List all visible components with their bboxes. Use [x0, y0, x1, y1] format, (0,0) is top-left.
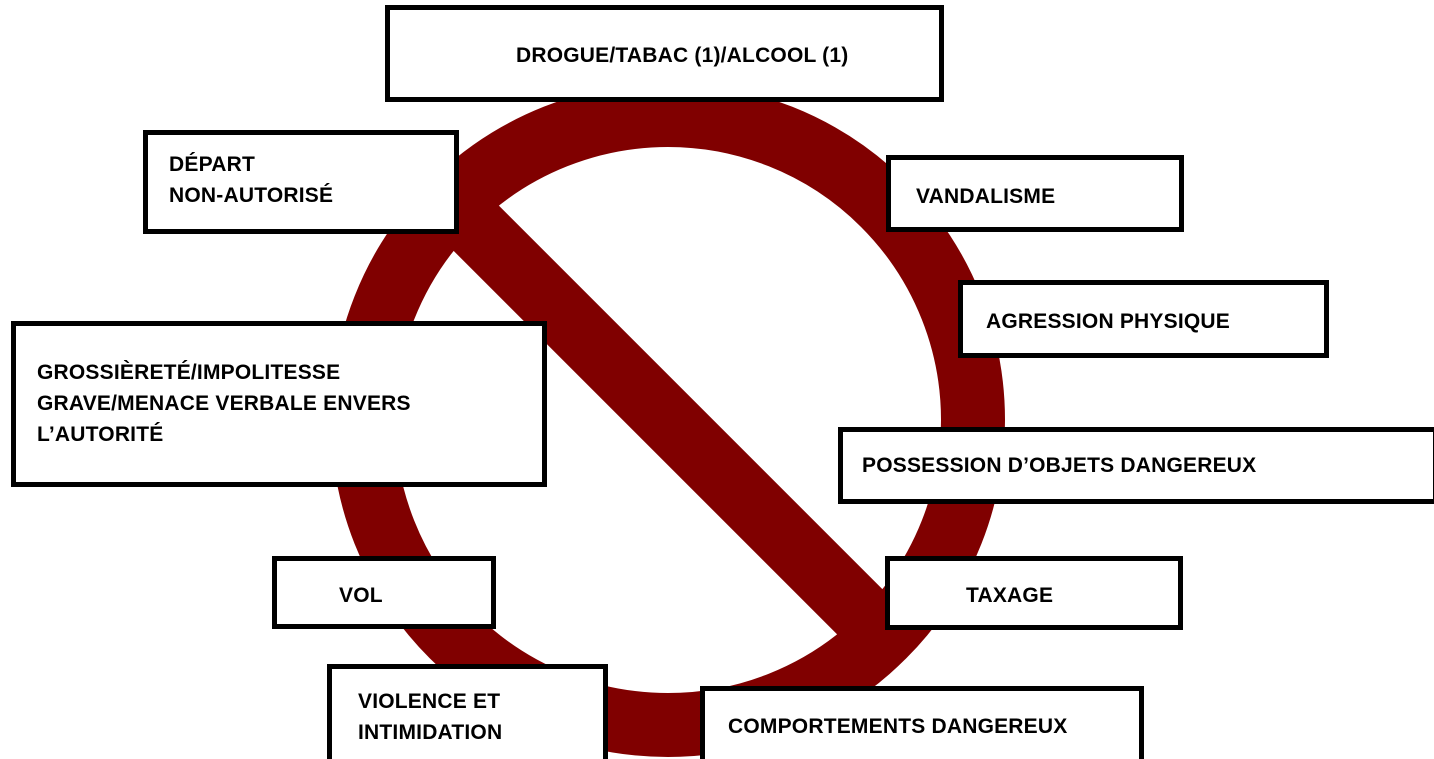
label-box-grossierete-menace: GROSSIÈRETÉ/IMPOLITESSE GRAVE/MENACE VER… — [11, 321, 547, 487]
label-text: DROGUE/TABAC (1)/ALCOOL (1) — [516, 44, 849, 67]
label-text: COMPORTEMENTS DANGEREUX — [728, 715, 1068, 738]
label-text: VIOLENCE ET INTIMIDATION — [358, 690, 503, 744]
label-box-drogue-tabac-alcool: DROGUE/TABAC (1)/ALCOOL (1) — [385, 5, 944, 102]
label-box-depart-non-autorise: DÉPART NON-AUTORISÉ — [143, 130, 459, 234]
label-box-violence-intimidation: VIOLENCE ET INTIMIDATION — [327, 664, 608, 759]
label-text: DÉPART NON-AUTORISÉ — [169, 153, 334, 207]
label-text: VANDALISME — [916, 185, 1056, 208]
label-text: VOL — [339, 584, 383, 607]
label-text: TAXAGE — [966, 584, 1054, 607]
label-box-vandalisme: VANDALISME — [886, 155, 1184, 232]
label-text: POSSESSION D’OBJETS DANGEREUX — [862, 454, 1257, 477]
label-box-comportements-dangereux: COMPORTEMENTS DANGEREUX — [700, 686, 1144, 759]
label-text: GROSSIÈRETÉ/IMPOLITESSE GRAVE/MENACE VER… — [37, 361, 411, 446]
prohibition-slash — [447, 199, 889, 641]
label-box-vol: VOL — [272, 556, 496, 629]
label-text: AGRESSION PHYSIQUE — [986, 310, 1230, 333]
label-box-agression-physique: AGRESSION PHYSIQUE — [958, 280, 1329, 358]
label-box-taxage: TAXAGE — [885, 556, 1183, 630]
label-box-possession-objets-dangereux: POSSESSION D’OBJETS DANGEREUX — [838, 427, 1434, 504]
